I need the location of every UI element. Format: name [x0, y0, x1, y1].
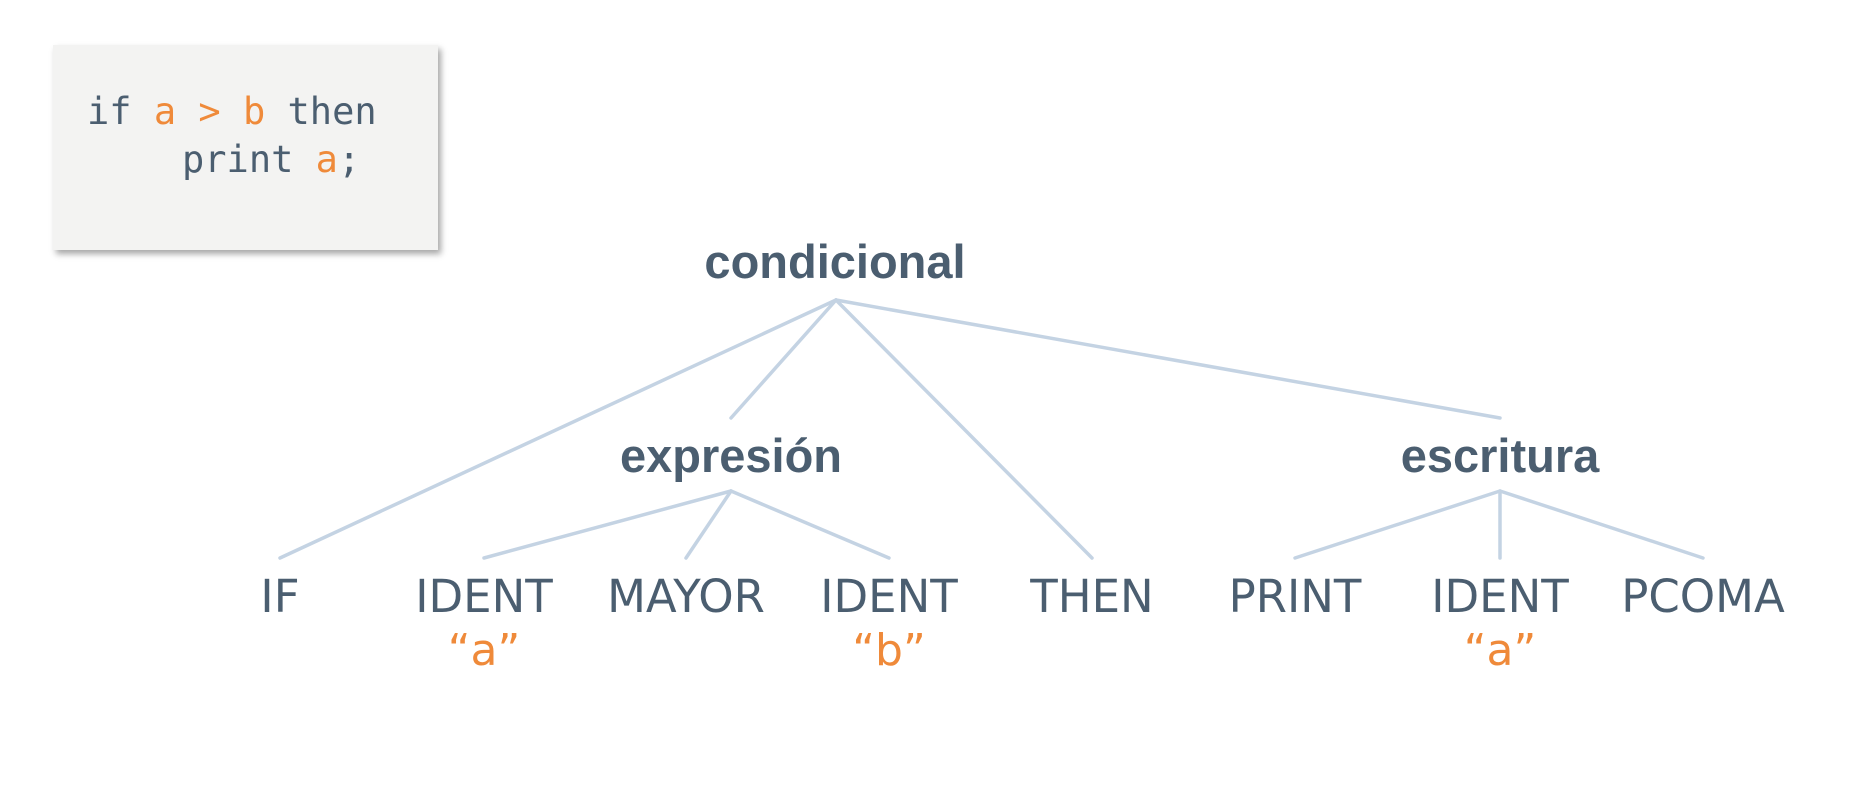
edge-condicional-if	[278, 298, 838, 560]
edge-condicional-then	[834, 298, 1094, 560]
lexeme-b: “b”	[852, 625, 926, 676]
edge-escritura-print	[1293, 489, 1502, 560]
keyword-then: then	[287, 90, 377, 133]
code-line-1: if a > b then	[87, 90, 377, 134]
variable-a: a	[315, 138, 338, 181]
token-ident: IDENT	[415, 570, 553, 623]
variable-a: a	[153, 90, 177, 133]
variable-b: b	[242, 90, 266, 133]
token-mayor: MAYOR	[607, 570, 765, 623]
token-ident: IDENT	[1431, 570, 1569, 623]
edge-expresion-ident-b	[729, 489, 891, 560]
token-pcoma: PCOMA	[1621, 570, 1785, 623]
edge-expresion-mayor	[684, 489, 733, 560]
lexeme-a: “a”	[1463, 625, 1537, 676]
token-then: THEN	[1030, 570, 1154, 623]
lexeme-a: “a”	[447, 625, 521, 676]
keyword-print: print	[182, 138, 294, 181]
semicolon: ;	[337, 138, 361, 181]
code-snippet-card: if a > b then print a;	[53, 45, 438, 250]
edge-condicional-expresion	[729, 298, 838, 420]
token-ident: IDENT	[820, 570, 958, 623]
token-if: IF	[260, 570, 300, 623]
edge-condicional-escritura	[834, 298, 1502, 420]
keyword-if: if	[87, 90, 132, 133]
edge-expresion-ident-a	[482, 489, 733, 560]
node-escritura: escritura	[1400, 429, 1600, 482]
node-condicional: condicional	[704, 235, 966, 288]
edge-escritura-pcoma	[1498, 489, 1705, 560]
operator-greater-than: >	[198, 90, 221, 133]
code-line-2: print a;	[182, 138, 360, 182]
node-expresion: expresión	[619, 429, 843, 482]
token-print: PRINT	[1228, 570, 1362, 623]
